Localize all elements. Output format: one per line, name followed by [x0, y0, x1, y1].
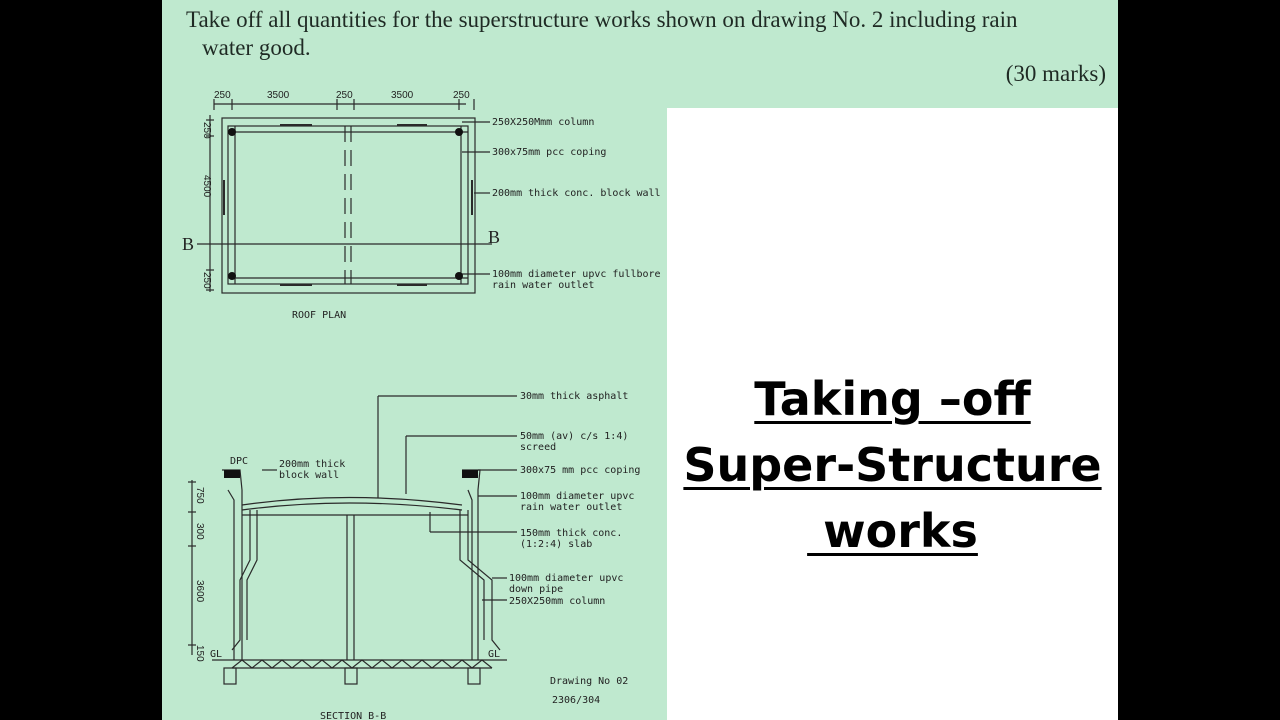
callout-downpipe-2: down pipe: [509, 584, 563, 595]
callout-screed-2: screed: [520, 442, 556, 453]
section-dim-4: 150: [194, 645, 205, 662]
callout-rwo-2: rain water outlet: [492, 280, 594, 291]
callout-downpipe-1: 100mm diameter upvc: [509, 573, 623, 584]
technical-drawing: 250 3500 250 3500 250 250 4500 250 B B 2…: [182, 90, 661, 720]
callout-rwo-1: 100mm diameter upvc fullbore: [492, 269, 661, 280]
question-text: Take off all quantities for the superstr…: [186, 6, 1106, 86]
dim-top-4: 3500: [391, 90, 414, 101]
section-mark-left: B: [182, 234, 194, 254]
roof-plan-label: ROOF PLAN: [292, 310, 346, 321]
callout-column: 250X250Mmm column: [492, 117, 594, 128]
callout-coping-section: 300x75 mm pcc coping: [520, 465, 640, 476]
section-dim-1: 750: [194, 487, 205, 504]
gl-label-right: GL: [488, 649, 500, 660]
section-dim-2: 300: [194, 523, 205, 540]
dpc-label: DPC: [230, 456, 248, 467]
callout-screed-1: 50mm (av) c/s 1:4): [520, 431, 628, 442]
callout-slab-2: (1:2:4) slab: [520, 539, 592, 550]
block-wall-note-1: 200mm thick: [279, 459, 345, 470]
dim-top-3: 250: [336, 90, 353, 101]
callout-coping: 300x75mm pcc coping: [492, 147, 606, 158]
section-dim-3: 3600: [194, 580, 205, 603]
section-label: SECTION B-B: [320, 711, 386, 720]
block-wall-note-2: block wall: [279, 470, 339, 481]
question-line-2: water good.: [202, 35, 311, 60]
roof-plan-drawing: [197, 99, 492, 294]
callout-asphalt: 30mm thick asphalt: [520, 391, 628, 402]
dim-left-1: 250: [201, 122, 212, 139]
dim-left-2: 4500: [201, 175, 212, 198]
dim-left-3: 250: [201, 272, 212, 289]
callout-outlet-2: rain water outlet: [520, 502, 622, 513]
callout-column-section: 250X250mm column: [509, 596, 605, 607]
callout-slab-1: 150mm thick conc.: [520, 528, 622, 539]
title-line-1: Taking –off: [754, 372, 1031, 426]
title-line-3: works: [807, 504, 978, 558]
section-drawing: [188, 395, 517, 685]
dim-top-1: 250: [214, 90, 231, 101]
section-mark-right: B: [488, 227, 500, 247]
slide-title: Taking –off Super-Structure works: [667, 366, 1118, 564]
dim-top-2: 3500: [267, 90, 290, 101]
gl-label-left: GL: [210, 649, 222, 660]
drawing-number: Drawing No 02: [550, 676, 628, 687]
dim-top-5: 250: [453, 90, 470, 101]
title-panel: Taking –off Super-Structure works: [667, 108, 1118, 720]
marks-label: (30 marks): [1005, 61, 1106, 86]
question-line-1: Take off all quantities for the superstr…: [186, 7, 1018, 32]
callout-block-wall: 200mm thick conc. block wall: [492, 188, 661, 199]
title-line-2: Super-Structure: [683, 438, 1102, 492]
column-markers: [224, 128, 478, 478]
drawing-code: 2306/304: [552, 695, 600, 706]
callout-outlet-1: 100mm diameter upvc: [520, 491, 634, 502]
